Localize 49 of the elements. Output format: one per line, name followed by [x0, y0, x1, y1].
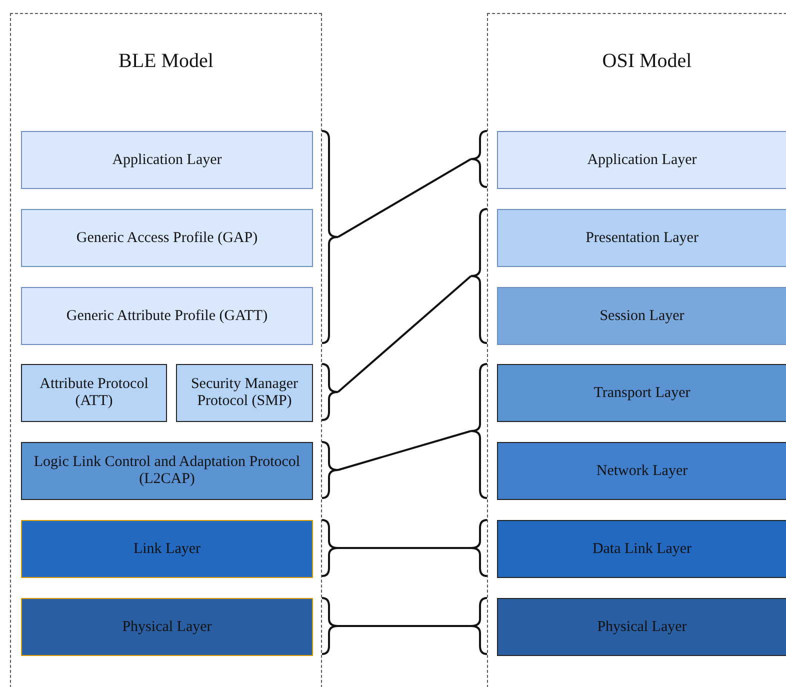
layer-label: Presentation Layer	[586, 230, 698, 246]
layer-label: Attribute Protocol (ATT)	[38, 376, 150, 410]
curly-brace	[322, 363, 338, 421]
curly-brace	[471, 519, 487, 577]
layer-box	[21, 364, 167, 422]
connector-line	[338, 625, 471, 627]
layer-label: Application Layer	[587, 152, 697, 168]
layer-box	[497, 598, 786, 656]
layer-label: Physical Layer	[597, 618, 687, 636]
curly-brace	[322, 597, 338, 655]
connector-line	[338, 430, 472, 471]
layer-label: Generic Attribute Profile (GATT)	[66, 308, 268, 324]
layer-label: Generic Access Profile (GAP)	[76, 230, 258, 246]
panel-title: BLE Model	[118, 50, 214, 73]
curly-brace	[471, 597, 487, 655]
curly-brace	[471, 208, 487, 344]
curly-brace	[322, 130, 338, 344]
layer-label: Logic Link Control and Adaptation Protocol (L2CAP)	[32, 454, 302, 488]
layer-label: Physical Layer	[122, 618, 212, 636]
layer-box	[497, 364, 786, 422]
layer-label: Application Layer	[112, 152, 222, 168]
connector-line	[338, 547, 471, 549]
layer-label: Data Link Layer	[592, 540, 692, 558]
layer-box	[497, 442, 786, 500]
layer-box	[21, 598, 313, 656]
curly-brace	[322, 519, 338, 577]
layer-label: Network Layer	[596, 462, 688, 480]
connector-line	[338, 158, 472, 238]
layer-box	[497, 287, 786, 345]
layer-box	[21, 287, 313, 345]
layer-box	[21, 131, 313, 189]
layer-label: Transport Layer	[594, 384, 690, 402]
layer-label: Link Layer	[133, 540, 201, 558]
layer-box	[21, 442, 313, 500]
layer-box	[21, 520, 313, 578]
panel-title: OSI Model	[601, 50, 693, 73]
layer-box	[497, 131, 786, 189]
curly-brace	[322, 441, 338, 499]
curly-brace	[471, 363, 487, 499]
model-panel	[487, 13, 786, 687]
layer-box	[497, 520, 786, 578]
connector-line	[337, 275, 472, 393]
layer-box	[21, 209, 313, 267]
model-panel	[10, 13, 322, 687]
layer-box	[497, 209, 786, 267]
layer-label: Security Manager Protocol (SMP)	[190, 376, 300, 410]
layer-box	[176, 364, 313, 422]
layer-label: Session Layer	[600, 308, 684, 324]
curly-brace	[471, 130, 487, 188]
